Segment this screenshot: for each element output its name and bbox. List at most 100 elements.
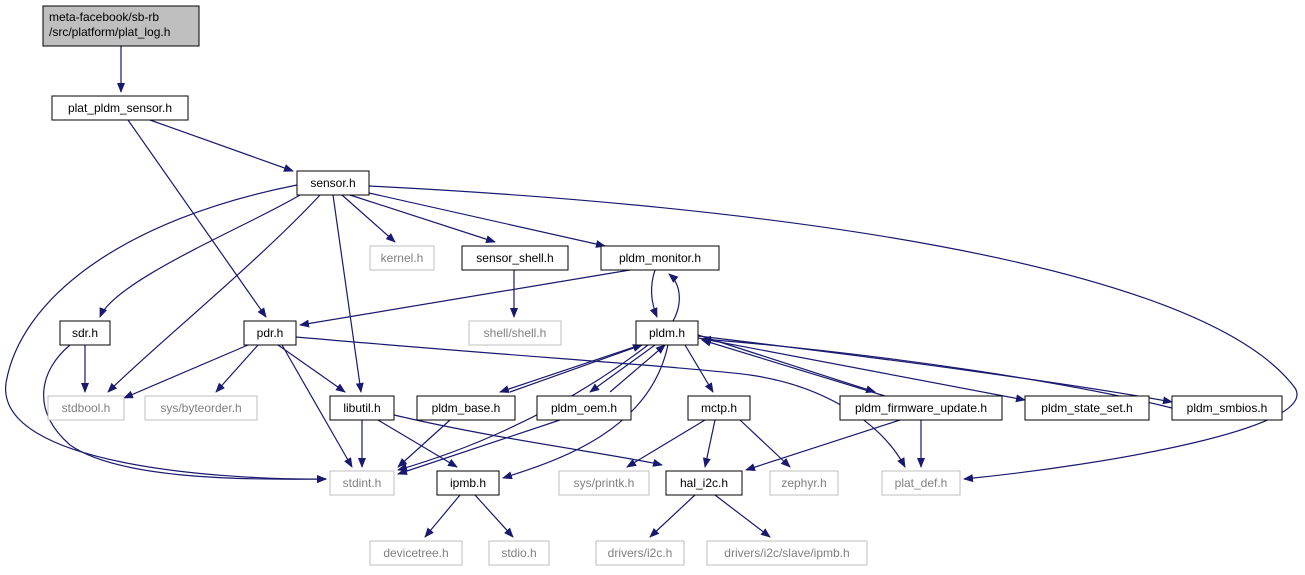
node-box xyxy=(665,470,743,496)
node-pldm-state-set[interactable]: pldm_state_set.h xyxy=(1024,395,1150,421)
edge-mctp-to-sys_printk xyxy=(626,419,706,468)
edge-libutil-to-hal_i2c xyxy=(393,414,663,467)
node-kernel: kernel.h xyxy=(369,245,435,271)
node-box xyxy=(461,245,569,271)
node-label: pldm_base.h xyxy=(432,401,501,415)
node-label: kernel.h xyxy=(381,251,424,265)
edges-layer xyxy=(5,46,1298,538)
node-label: pldm_smbios.h xyxy=(1187,401,1268,415)
edge-plat_pldm_sensor-to-pdr xyxy=(127,119,267,318)
node-label: stdio.h xyxy=(501,546,536,560)
node-label: pdr.h xyxy=(257,326,284,340)
node-box xyxy=(329,395,395,421)
node-stdio: stdio.h xyxy=(488,540,550,566)
node-stdbool: stdbool.h xyxy=(47,395,125,421)
node-plat-def: plat_def.h xyxy=(881,470,961,496)
node-box xyxy=(59,320,111,346)
node-box xyxy=(881,470,961,496)
node-box xyxy=(536,395,632,421)
node-shell-shell: shell/shell.h xyxy=(468,320,562,346)
edge-pdr-to-sys_byteorder xyxy=(215,344,259,393)
node-hal-i2c[interactable]: hal_i2c.h xyxy=(665,470,743,496)
node-box xyxy=(769,470,839,496)
node-label: stdbool.h xyxy=(62,401,111,415)
edge-pldm-to-pldm_state_set xyxy=(697,337,1026,403)
node-stdint: stdint.h xyxy=(329,470,395,496)
node-label: sys/byteorder.h xyxy=(160,401,241,415)
node-label: sys/printk.h xyxy=(574,476,635,490)
node-box xyxy=(243,320,297,346)
node-plat-pldm-sensor[interactable]: plat_pldm_sensor.h xyxy=(51,95,189,121)
node-label: shell/shell.h xyxy=(484,326,547,340)
node-libutil[interactable]: libutil.h xyxy=(329,395,395,421)
node-pldm-firmware-update[interactable]: pldm_firmware_update.h xyxy=(839,395,1003,421)
node-box xyxy=(1024,395,1150,421)
node-box xyxy=(296,170,370,196)
node-root[interactable]: meta-facebook/sb-rb/src/platform/plat_lo… xyxy=(42,5,200,47)
node-label: sdr.h xyxy=(72,326,98,340)
node-label: libutil.h xyxy=(343,401,380,415)
edge-pldm-to-pldm_firmware_update xyxy=(697,334,876,394)
node-label: pldm_firmware_update.h xyxy=(855,401,987,415)
node-pldm-monitor[interactable]: pldm_monitor.h xyxy=(600,245,720,271)
edge-sdr-to-stdint xyxy=(43,344,327,484)
node-mctp[interactable]: mctp.h xyxy=(687,395,751,421)
node-box xyxy=(369,540,463,566)
edge-libutil-to-ipmb xyxy=(377,419,458,468)
node-box xyxy=(839,395,1003,421)
edge-pldm_firmware_update-to-pldm xyxy=(701,338,886,397)
node-box xyxy=(329,470,395,496)
node-sensor[interactable]: sensor.h xyxy=(296,170,370,196)
node-zephyr: zephyr.h xyxy=(769,470,839,496)
node-drivers-i2c-slave-ipmb: drivers/i2c/slave/ipmb.h xyxy=(706,540,868,566)
node-pldm-smbios[interactable]: pldm_smbios.h xyxy=(1171,395,1283,421)
node-label: pldm.h xyxy=(649,326,685,340)
node-label: plat_pldm_sensor.h xyxy=(68,101,172,115)
node-box xyxy=(436,470,500,496)
node-label: sensor_shell.h xyxy=(476,251,553,265)
node-label: plat_def.h xyxy=(895,476,948,490)
node-box xyxy=(687,395,751,421)
edge-pldm_oem-to-pldm xyxy=(609,344,666,393)
node-sensor-shell[interactable]: sensor_shell.h xyxy=(461,245,569,271)
node-drivers-i2c: drivers/i2c.h xyxy=(595,540,685,566)
node-box xyxy=(47,395,125,421)
node-label: drivers/i2c.h xyxy=(608,546,673,560)
nodes-layer: meta-facebook/sb-rb/src/platform/plat_lo… xyxy=(42,5,1283,566)
edge-plat_pldm_sensor-to-sensor xyxy=(149,119,294,172)
edge-sensor-to-stdbool xyxy=(107,194,321,393)
node-label: drivers/i2c/slave/ipmb.h xyxy=(724,546,849,560)
edge-pldm-to-mctp xyxy=(684,344,714,393)
node-label: pldm_oem.h xyxy=(551,401,617,415)
node-sdr[interactable]: sdr.h xyxy=(59,320,111,346)
node-box xyxy=(706,540,868,566)
edge-pldm-to-pldm_monitor xyxy=(668,273,680,322)
edge-pldm_oem-to-stdint xyxy=(397,419,561,475)
node-box xyxy=(144,395,258,421)
node-label: meta-facebook/sb-rb xyxy=(49,10,159,24)
node-label: zephyr.h xyxy=(781,476,826,490)
edge-sensor-to-sensor_shell xyxy=(349,194,496,244)
node-ipmb[interactable]: ipmb.h xyxy=(436,470,500,496)
edge-sensor-to-sdr xyxy=(99,194,301,318)
edge-pldm-to-pldm_oem xyxy=(589,344,656,393)
node-label: sensor.h xyxy=(310,176,355,190)
edge-sensor-to-plat_def xyxy=(368,185,1298,483)
edge-pldm-to-stdint xyxy=(397,344,649,472)
edge-pldm_monitor-to-pdr xyxy=(299,269,631,328)
node-pldm[interactable]: pldm.h xyxy=(635,320,699,346)
node-box xyxy=(51,95,189,121)
node-pldm-base[interactable]: pldm_base.h xyxy=(416,395,516,421)
node-label: /src/platform/plat_log.h xyxy=(49,25,170,39)
node-pdr[interactable]: pdr.h xyxy=(243,320,297,346)
node-label: stdint.h xyxy=(343,476,382,490)
node-label: hal_i2c.h xyxy=(680,476,728,490)
node-sys-printk: sys/printk.h xyxy=(558,470,650,496)
node-box xyxy=(42,5,200,47)
edge-sensor-to-libutil xyxy=(332,194,364,393)
node-pldm-oem[interactable]: pldm_oem.h xyxy=(536,395,632,421)
node-label: mctp.h xyxy=(701,401,737,415)
node-box xyxy=(635,320,699,346)
node-sys-byteorder: sys/byteorder.h xyxy=(144,395,258,421)
